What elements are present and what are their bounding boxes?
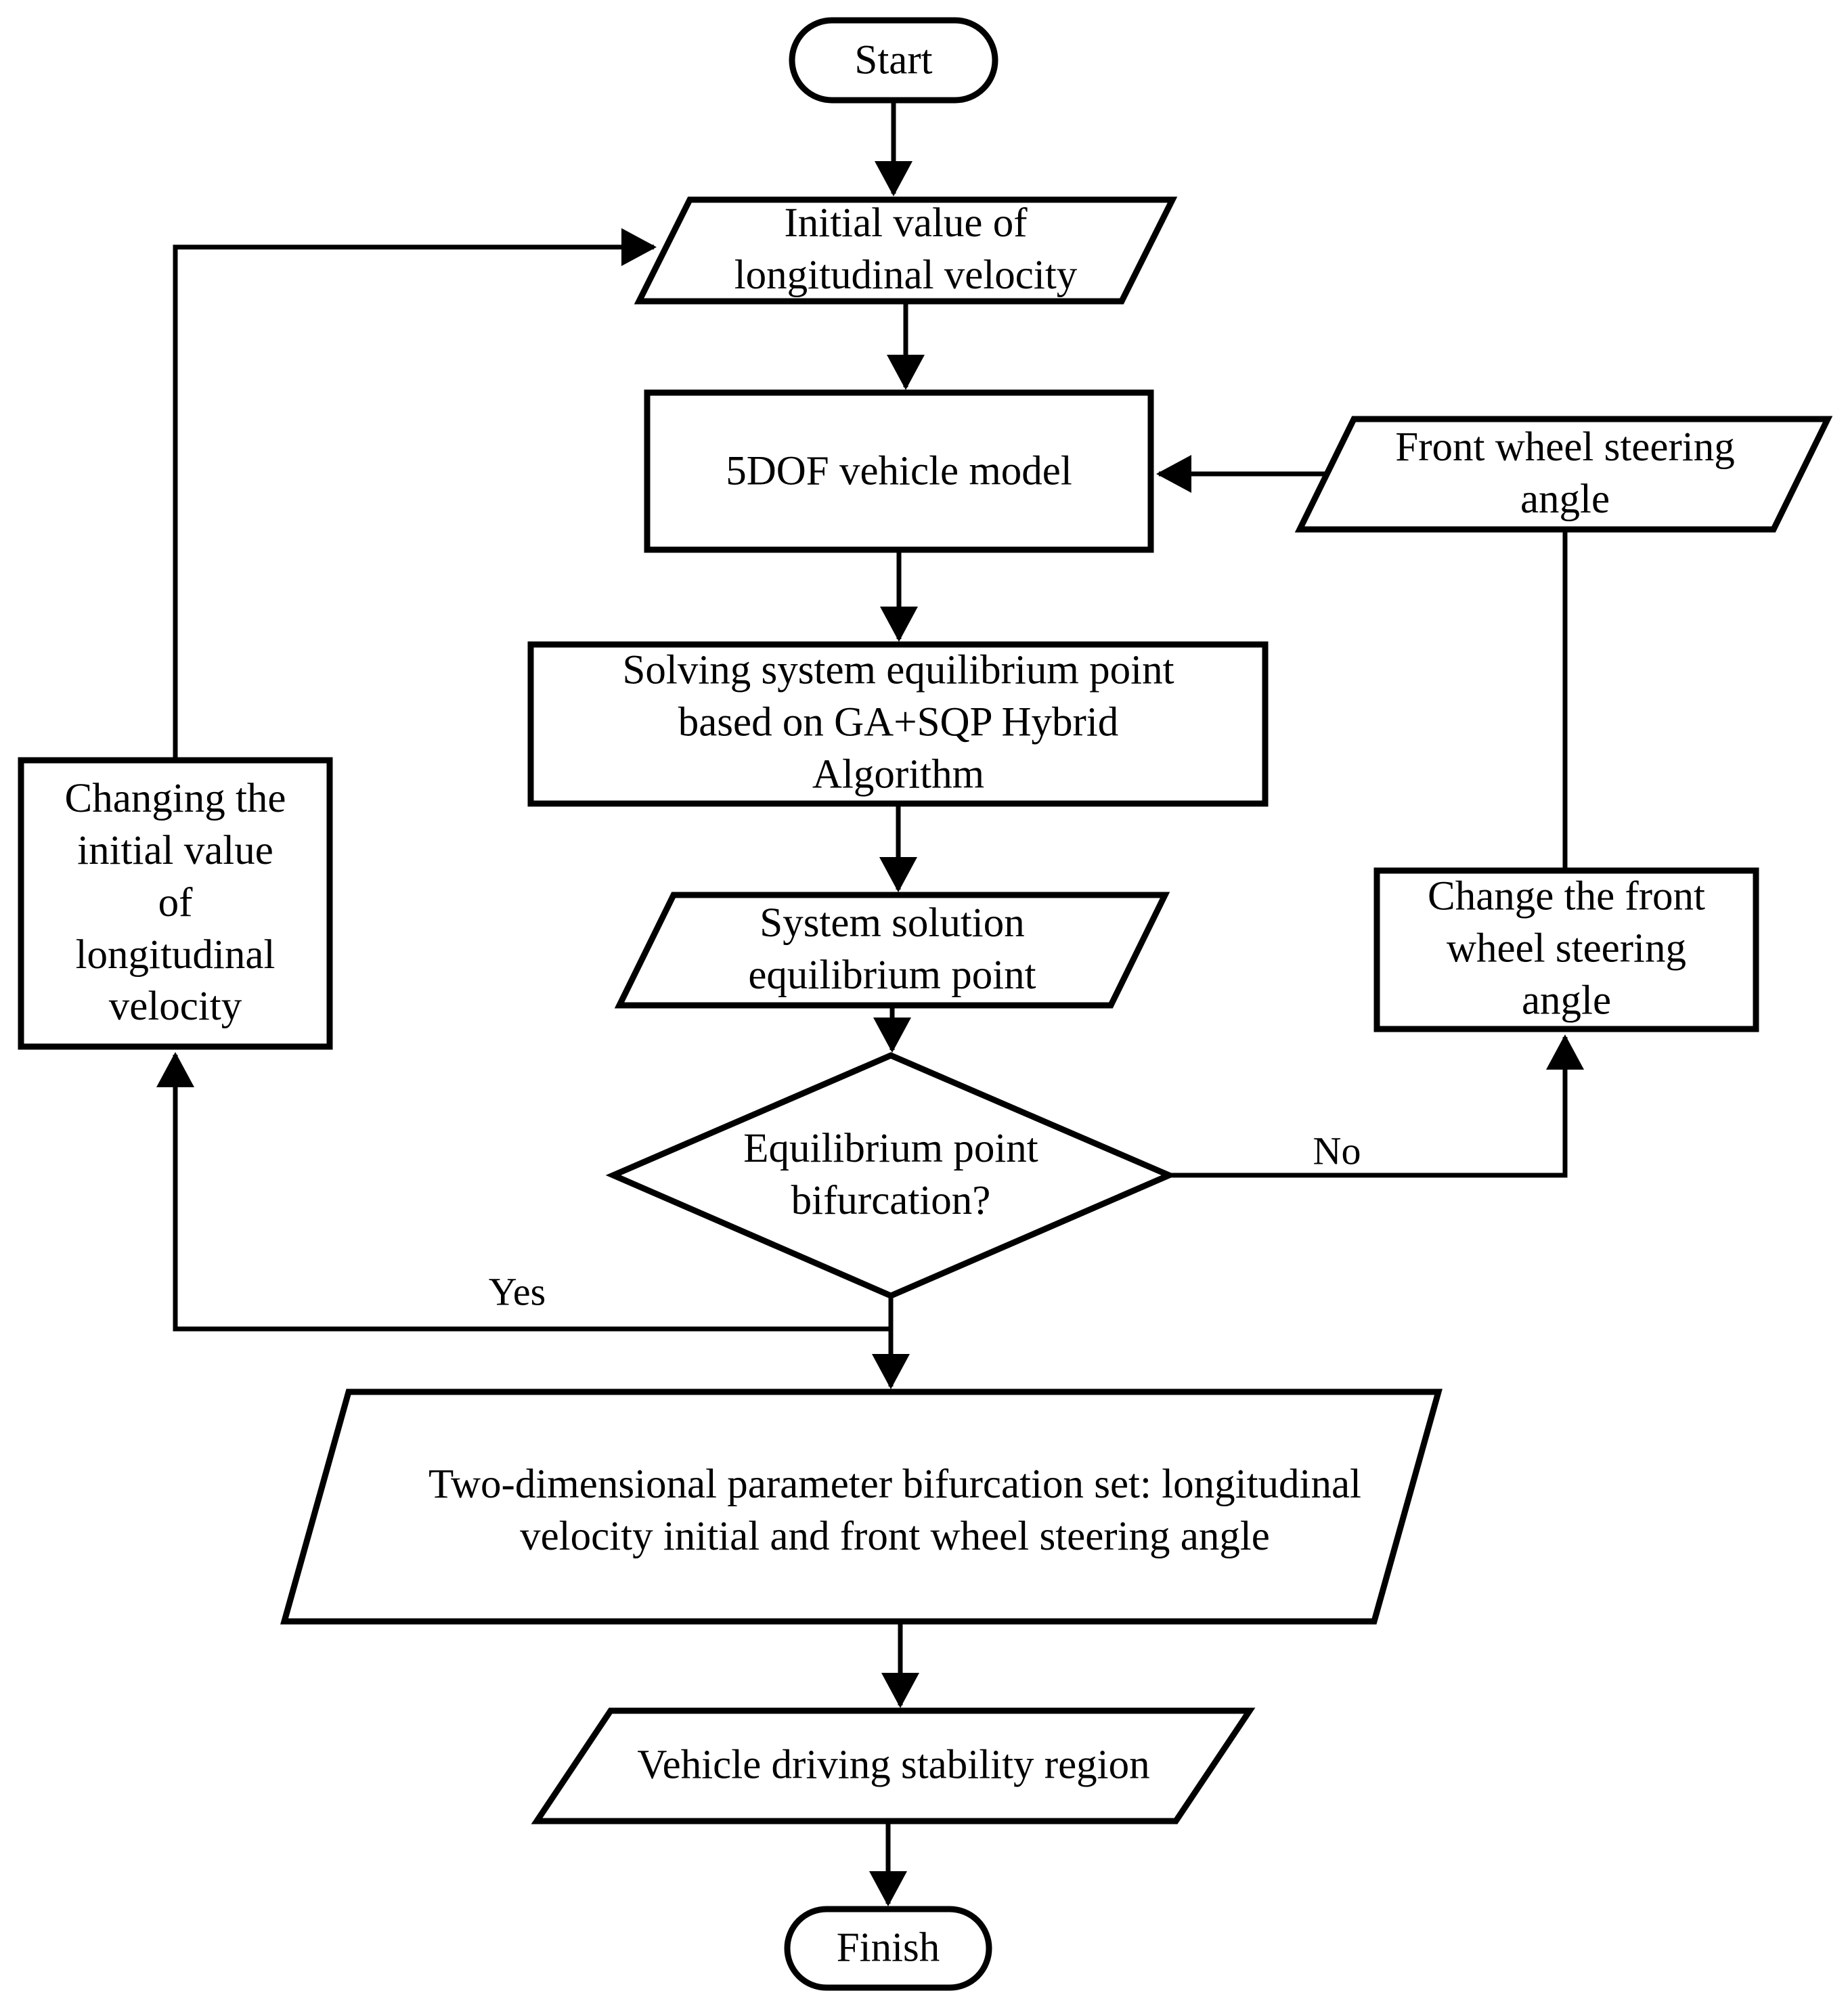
change-velocity-rect-shape [18,757,333,1050]
stability-region-label: Vehicle driving stability region [637,1742,1150,1788]
vehicle-model-label: 5DOF vehicle model [726,448,1072,494]
start-label: Start [854,37,933,83]
solver-rect-shape [527,641,1269,807]
bifurcation-set-parallelogram-shape [280,1388,1443,1625]
finish-label: Finish [836,1925,940,1971]
bifurcation-set-label: Two-dimensional parameter bifurcation se… [428,1462,1362,1559]
decision-label: Equilibrium point bifurcation? [743,1126,1038,1223]
edge-decision-yes-to-change-velocity [156,1052,891,1332]
decision-no-edge-label: No [1313,1129,1361,1173]
stability-region-parallelogram-shape [531,1707,1256,1824]
edge-change-velocity-to-initial-velocity [173,228,657,760]
vehicle-model-rect-shape [644,389,1154,553]
start-terminator-shape [789,17,998,104]
change-velocity-label: Changing the initial value of longitudin… [64,775,286,1030]
solver-label: Solving system equilibrium point based o… [622,647,1174,797]
edge-decision-no-to-change-steering [1169,1034,1584,1178]
decision-yes-edge-label: Yes [488,1269,546,1314]
decision-diamond-shape [605,1052,1177,1299]
initial-velocity-label: Initial value of longitudinal velocity [734,200,1078,298]
finish-terminator-shape [784,1906,992,1991]
initial-velocity-parallelogram-shape [634,196,1178,305]
change-steering-label: Change the front wheel steering angle [1428,873,1705,1024]
system-solution-parallelogram-shape [614,892,1170,1009]
front-wheel-angle-parallelogram-shape [1294,416,1833,533]
system-solution-label: System solution equilibrium point [748,900,1036,998]
change-steering-rect-shape [1373,867,1759,1032]
front-wheel-angle-label: Front wheel steering angle [1395,424,1735,522]
